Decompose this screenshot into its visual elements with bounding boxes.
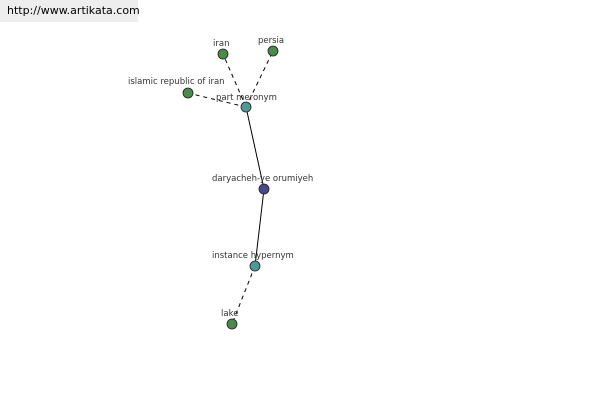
node-islamic-republic-of-iran[interactable] (182, 87, 194, 99)
edge-center-to-instance-hypernym (254, 188, 265, 267)
node-label-part-meronym: part meronym (216, 93, 277, 103)
node-label-lake: lake (221, 309, 238, 319)
node-label-iran: iran (213, 39, 229, 49)
edge-part-meronym-to-persia (245, 50, 274, 108)
node-label-islamic-republic-of-iran: islamic republic of iran (128, 77, 225, 87)
edge-part-meronym-to-islamic-republic-of-iran (187, 92, 247, 108)
node-persia[interactable] (267, 45, 279, 57)
edge-instance-hypernym-to-lake (231, 265, 256, 325)
node-part-meronym[interactable] (240, 101, 252, 113)
node-iran[interactable] (217, 48, 229, 60)
node-label-center: daryacheh-ye orumiyeh (212, 174, 313, 184)
node-label-persia: persia (258, 36, 284, 46)
node-label-instance-hypernym: instance hypernym (212, 251, 294, 261)
node-lake[interactable] (226, 318, 238, 330)
graph-nodes (182, 45, 279, 330)
node-instance-hypernym[interactable] (249, 260, 261, 272)
edge-part-meronym-to-iran (222, 53, 247, 108)
edge-center-to-part-meronym (245, 106, 265, 190)
graph-edges (187, 50, 274, 325)
graph-labels: iran persia islamic republic of iran par… (128, 36, 313, 319)
site-url-link[interactable]: http://www.artikata.com (0, 0, 140, 22)
node-center[interactable] (258, 183, 270, 195)
